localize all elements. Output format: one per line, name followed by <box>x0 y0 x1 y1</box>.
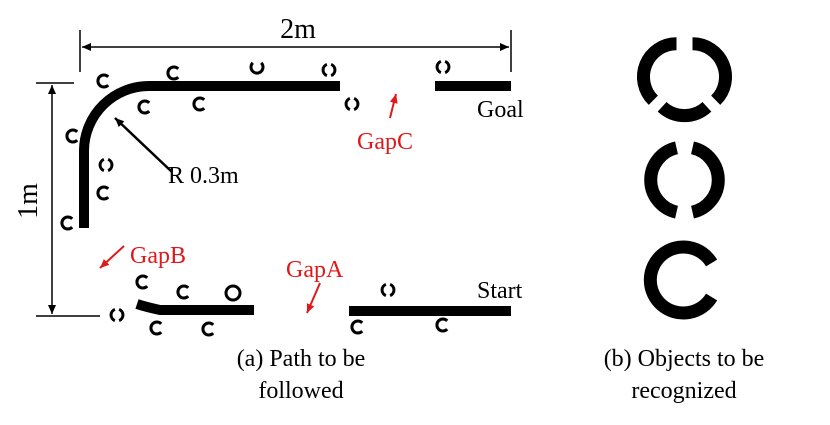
ring-markers <box>60 60 451 337</box>
ring-marker <box>249 61 265 75</box>
track-path <box>79 81 511 316</box>
caption-a-line2: followed <box>258 378 343 404</box>
ring-marker <box>435 317 449 333</box>
ring-marker <box>96 73 110 89</box>
radius-annotation: R 0.3m <box>114 117 239 189</box>
ring-marker <box>137 99 151 115</box>
ring-marker <box>166 65 180 81</box>
radius-label: R 0.3m <box>168 163 239 189</box>
ring-marker <box>380 283 396 297</box>
ring-marker <box>224 284 242 302</box>
caption-a-line1: (a) Path to be <box>237 346 366 372</box>
ring-marker <box>96 185 110 201</box>
ring-object-c-shape <box>643 240 718 320</box>
ring-object-one-gap-vertical <box>644 141 725 219</box>
ring-object-two-gaps <box>636 37 733 122</box>
gap-b-annotation: GapB <box>99 243 186 269</box>
caption-b-line1: (b) Objects to be <box>604 346 765 372</box>
ring-marker <box>65 128 79 144</box>
height-dimension-label: 1m <box>13 183 44 219</box>
ring-marker <box>435 60 451 74</box>
ring-marker <box>350 319 364 335</box>
width-dimension-label: 2m <box>280 14 316 45</box>
gap-c-annotation: GapC <box>357 93 413 155</box>
curved-track-segment <box>79 81 340 228</box>
goal-label: Goal <box>477 97 524 123</box>
ring-marker <box>60 215 74 231</box>
ring-marker <box>109 308 125 322</box>
ring-marker <box>344 97 360 111</box>
start-left-track-segment <box>135 299 254 315</box>
ring-marker <box>176 284 190 300</box>
ring-marker <box>192 96 206 112</box>
ring-marker <box>149 320 163 336</box>
gap-a-label: GapA <box>286 257 344 283</box>
height-dimension: 1m <box>13 82 100 317</box>
ring-marker <box>201 321 215 337</box>
recognized-objects <box>636 37 733 320</box>
caption-b-line2: recognized <box>631 378 736 404</box>
gap-a-annotation: GapA <box>286 257 344 314</box>
ring-marker <box>321 63 337 77</box>
ring-marker <box>135 274 149 290</box>
ring-marker <box>98 158 114 172</box>
width-dimension: 2m <box>79 14 512 72</box>
gap-c-label: GapC <box>357 129 413 155</box>
gap-b-label: GapB <box>130 243 186 269</box>
start-label: Start <box>477 278 523 304</box>
